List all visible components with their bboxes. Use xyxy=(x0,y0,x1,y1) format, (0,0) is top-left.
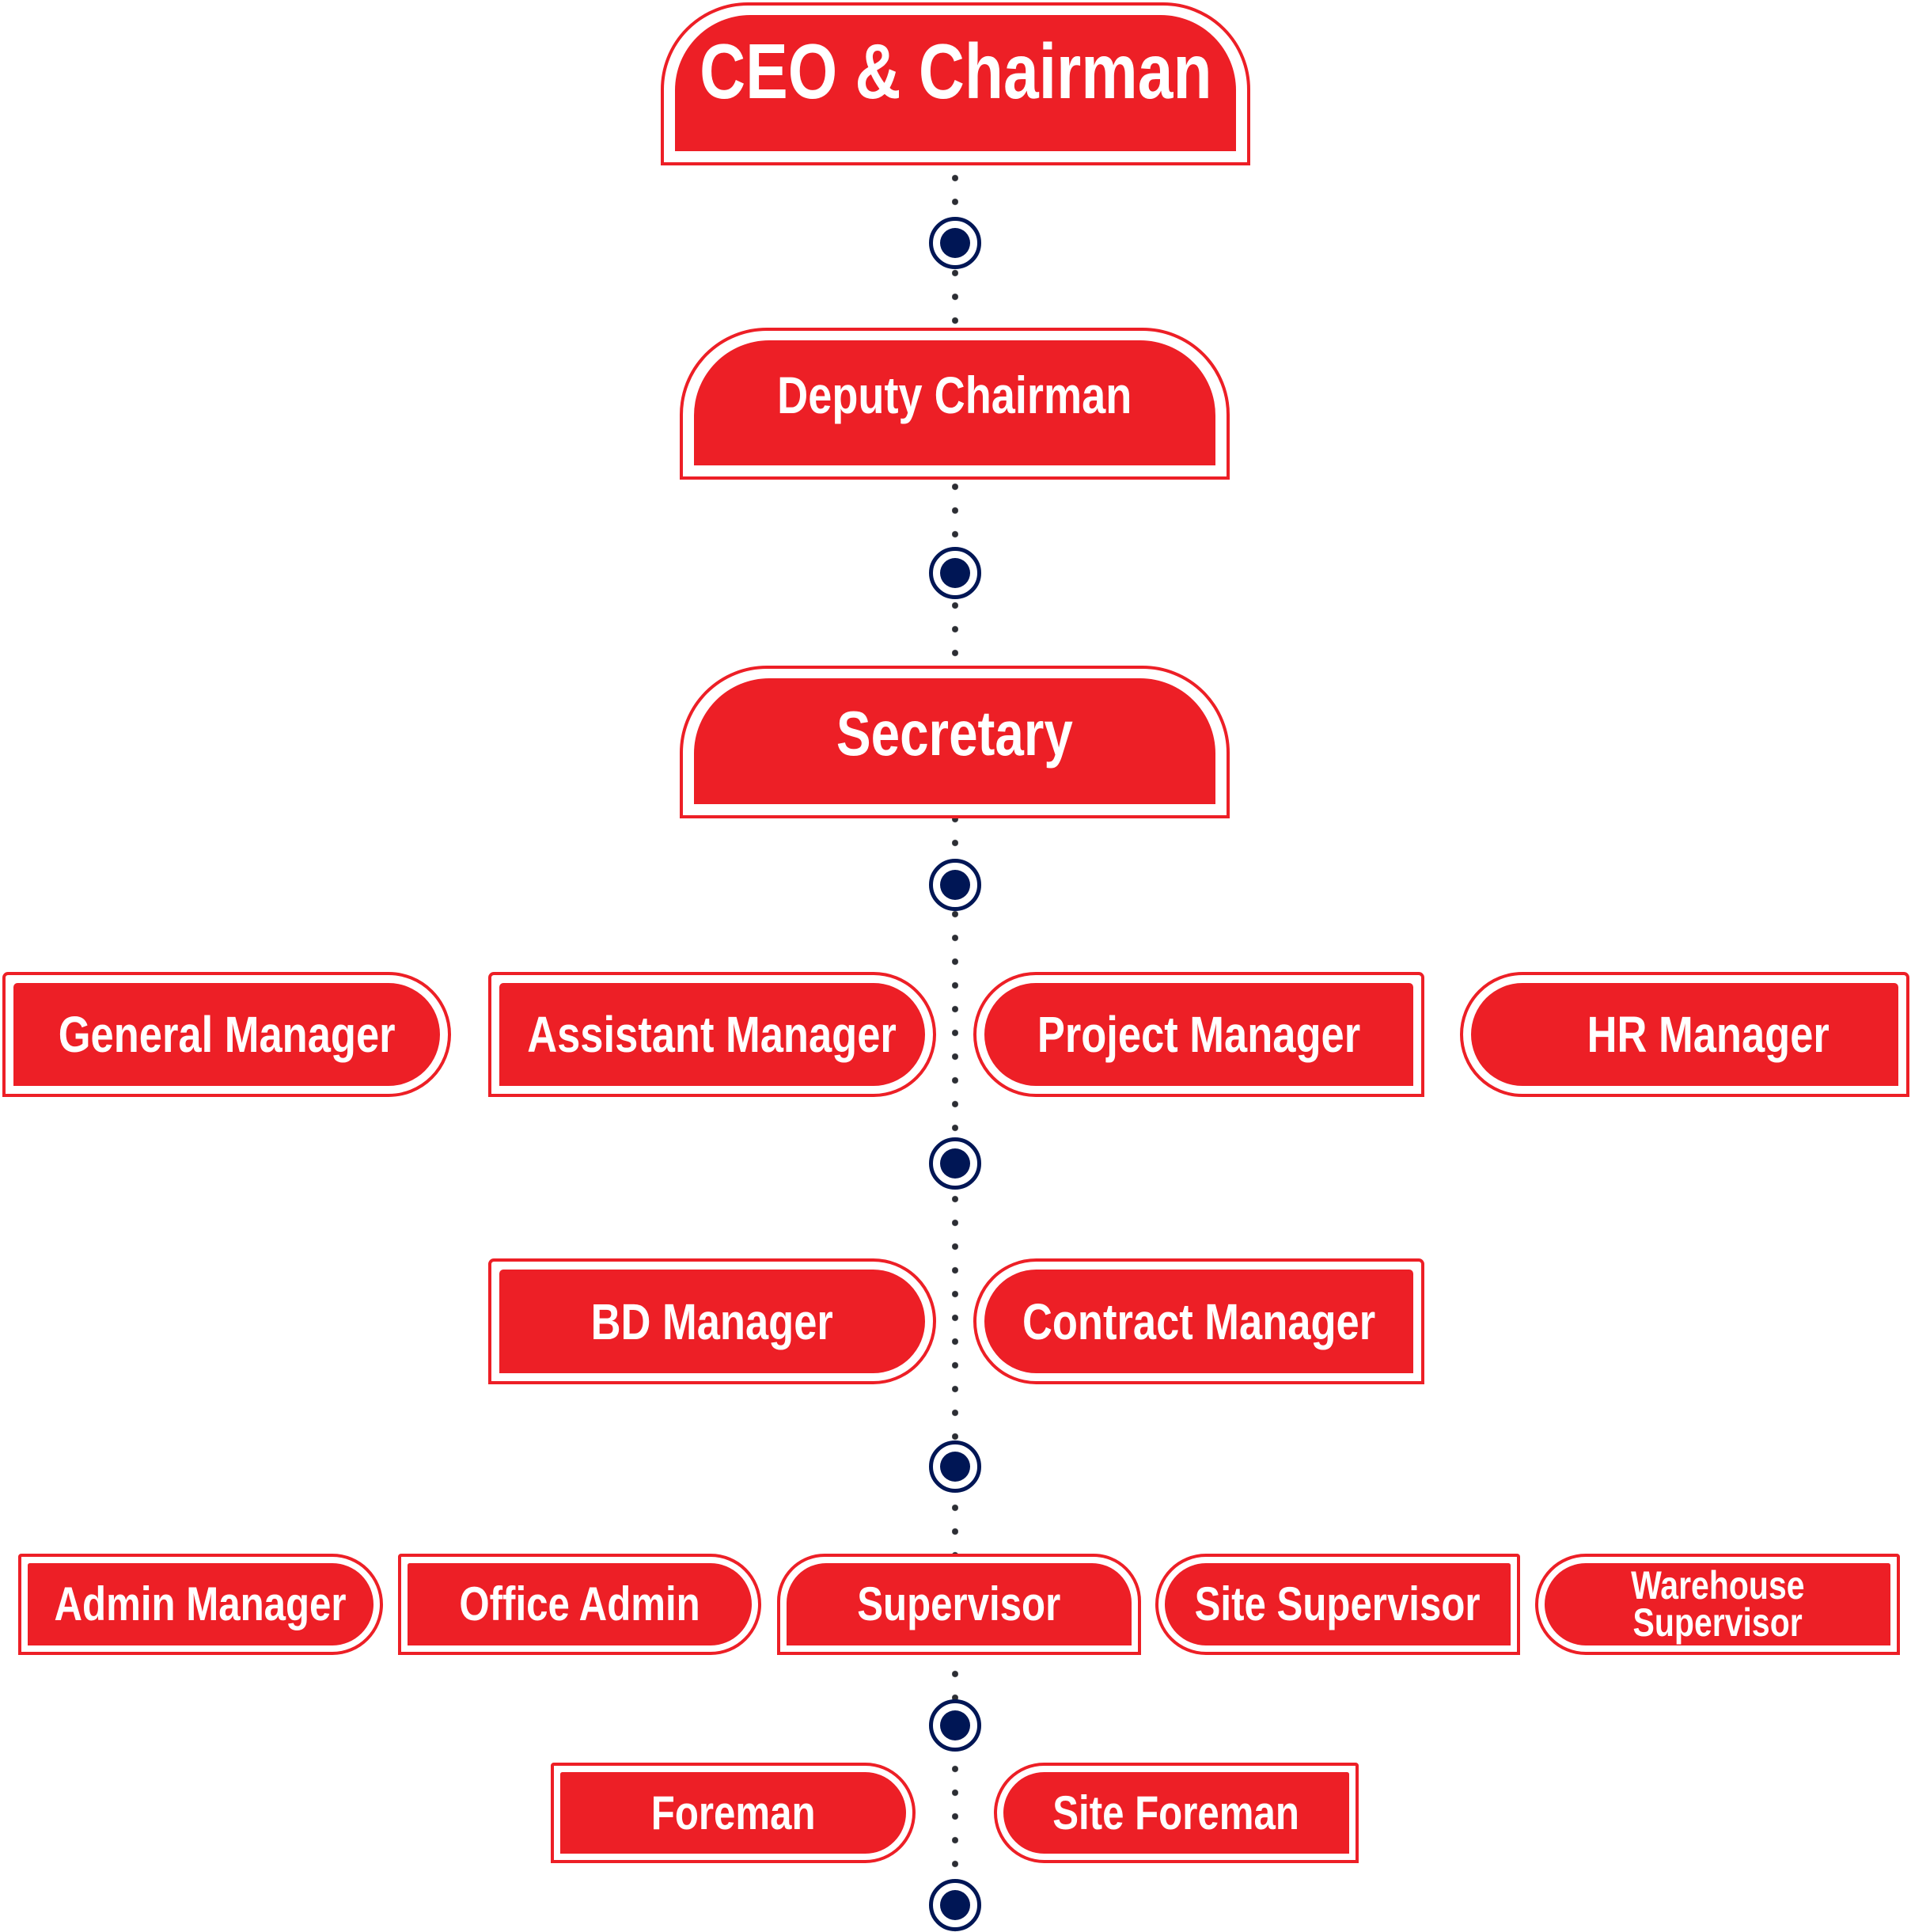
role-supervisor: Supervisor xyxy=(777,1554,1141,1655)
role-warehouse-supervisor: Warehouse Supervisor xyxy=(1535,1554,1900,1655)
connector-node-icon xyxy=(929,1879,981,1931)
role-contract-manager: Contract Manager xyxy=(973,1258,1424,1384)
role-label: CEO & Chairman xyxy=(699,28,1212,115)
role-label: Site Foreman xyxy=(1052,1786,1300,1839)
role-ceo: CEO & Chairman xyxy=(661,2,1250,165)
role-label: Warehouse xyxy=(1630,1562,1805,1607)
role-label: Office Admin xyxy=(459,1577,700,1630)
role-label: Deputy Chairman xyxy=(777,366,1132,424)
role-label: HR Manager xyxy=(1587,1006,1830,1063)
role-label: Site Supervisor xyxy=(1195,1577,1481,1630)
role-label: Secretary xyxy=(836,697,1074,769)
connector-node-icon xyxy=(929,859,981,911)
role-admin-manager: Admin Manager xyxy=(18,1554,383,1655)
role-general-manager: General Manager xyxy=(2,972,451,1097)
role-label: BD Manager xyxy=(590,1292,834,1350)
role-label: General Manager xyxy=(58,1006,396,1063)
role-assistant-manager: Assistant Manager xyxy=(488,972,936,1097)
connector-node-icon xyxy=(929,547,981,599)
role-label: Assistant Manager xyxy=(527,1006,897,1063)
role-site-foreman: Site Foreman xyxy=(994,1763,1359,1863)
connector-node-icon xyxy=(929,1440,981,1493)
role-label: Project Manager xyxy=(1037,1006,1361,1063)
role-office-admin: Office Admin xyxy=(398,1554,761,1655)
role-label: Admin Manager xyxy=(54,1577,347,1630)
role-foreman: Foreman xyxy=(551,1763,916,1863)
role-deputy-chairman: Deputy Chairman xyxy=(680,328,1230,480)
role-secretary: Secretary xyxy=(680,666,1230,818)
role-label: Contract Manager xyxy=(1022,1292,1376,1350)
role-label: Supervisor xyxy=(1632,1600,1803,1645)
connector-node-icon xyxy=(929,217,981,269)
connector-node-icon xyxy=(929,1699,981,1752)
role-label: Foreman xyxy=(650,1786,816,1839)
role-project-manager: Project Manager xyxy=(973,972,1424,1097)
role-site-supervisor: Site Supervisor xyxy=(1155,1554,1520,1655)
role-label: Supervisor xyxy=(857,1577,1061,1630)
connector-node-icon xyxy=(929,1137,981,1190)
role-bd-manager: BD Manager xyxy=(488,1258,936,1384)
dotted-connector xyxy=(952,119,958,1932)
role-hr-manager: HR Manager xyxy=(1460,972,1909,1097)
